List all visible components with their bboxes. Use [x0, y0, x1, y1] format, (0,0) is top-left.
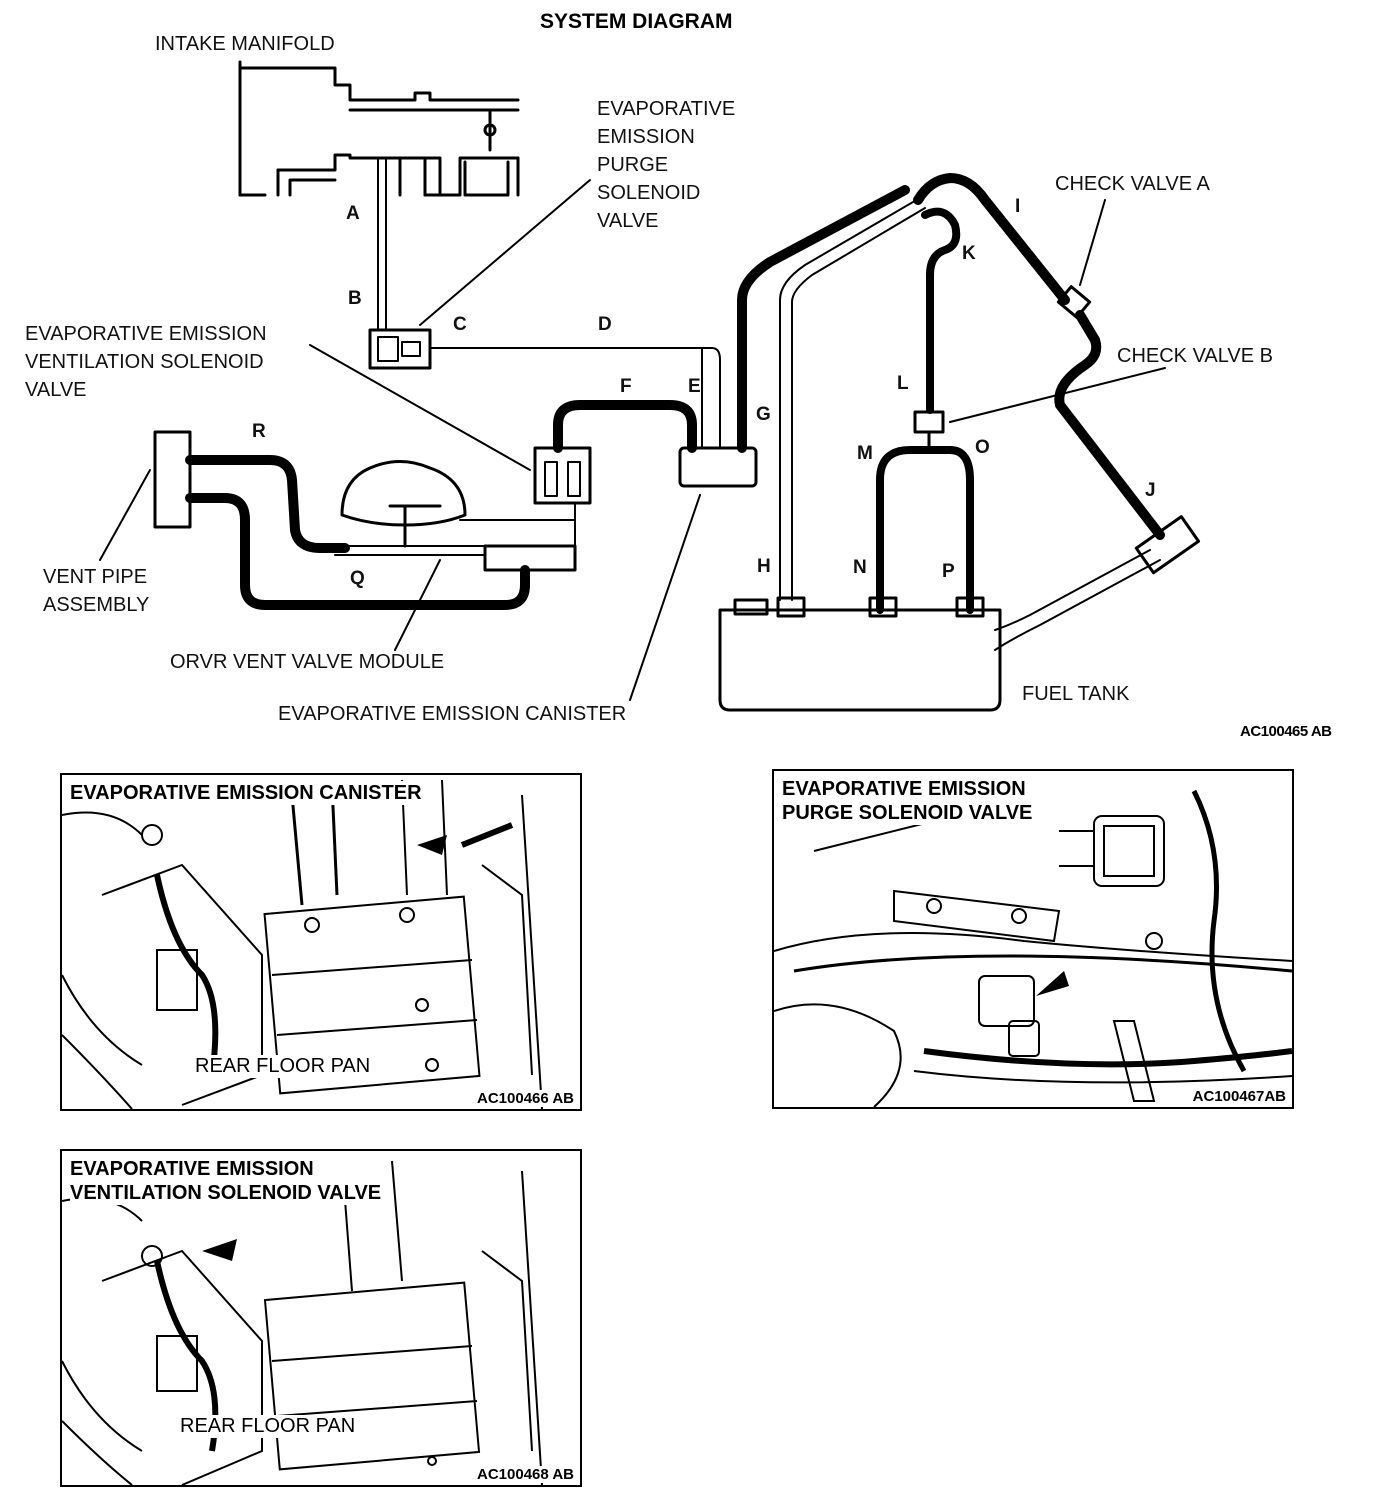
purge-solenoid-drawing [368, 328, 432, 370]
hose-letter-m: M [857, 443, 873, 464]
hose-letter-f: F [620, 376, 632, 397]
hose-letter-l: L [897, 373, 909, 394]
system-diagram [99, 60, 1201, 712]
hose-letter-q: Q [350, 568, 365, 589]
panel-canister-code: AC100466 AB [477, 1090, 574, 1107]
panel-canister-label: REAR FLOOR PAN [195, 1055, 371, 1078]
panel-purge-title: EVAPORATIVE EMISSION PURGE SOLENOID VALV… [782, 777, 1039, 825]
canister-photo-drawing [62, 779, 543, 1109]
label-check-valve-a: CHECK VALVE A [1055, 173, 1210, 195]
ventilation-photo-drawing [62, 1160, 543, 1485]
hose-letter-k: K [962, 243, 976, 264]
panel-ventilation-code: AC100468 AB [477, 1466, 574, 1483]
label-canister: EVAPORATIVE EMISSION CANISTER [278, 703, 627, 725]
hose-letter-h: H [757, 556, 771, 577]
hose-letter-b: B [348, 288, 362, 309]
hose-letter-i: I [1015, 196, 1021, 217]
panel-ventilation: EVAPORATIVE EMISSION VENTILATION SOLENOI… [60, 1149, 582, 1487]
hose-letter-g: G [756, 404, 771, 425]
panel-ventilation-title: EVAPORATIVE EMISSION VENTILATION SOLENOI… [70, 1157, 388, 1205]
hose-letter-o: O [975, 437, 990, 458]
intake-manifold-drawing [238, 60, 520, 197]
panel-purge-code: AC100467AB [1192, 1088, 1286, 1105]
figure-code: AC100465 AB [1240, 723, 1332, 740]
hose-letter-p: P [942, 561, 955, 582]
hose-letter-r: R [252, 421, 266, 442]
vent-pipe-drawing [153, 430, 192, 529]
purge-photo-drawing [774, 789, 1292, 1107]
diagram-title: SYSTEM DIAGRAM [540, 10, 733, 33]
canister-drawing [678, 446, 758, 488]
panel-purge: EVAPORATIVE EMISSION PURGE SOLENOID VALV… [772, 769, 1294, 1109]
label-fuel-tank: FUEL TANK [1022, 683, 1130, 705]
label-orvr: ORVR VENT VALVE MODULE [170, 651, 445, 673]
hose-letter-d: D [598, 314, 612, 335]
label-check-valve-b: CHECK VALVE B [1117, 345, 1273, 367]
hose-letter-c: C [453, 314, 467, 335]
hose-letter-a: A [346, 203, 360, 224]
fuel-tank-drawing [718, 608, 1002, 712]
orvr-dome-drawing [340, 460, 467, 527]
hose-letter-j: J [1145, 480, 1156, 501]
label-intake-manifold: INTAKE MANIFOLD [155, 33, 335, 55]
panel-canister-title: EVAPORATIVE EMISSION CANISTER [70, 781, 428, 805]
hose-letter-e: E [688, 376, 701, 397]
panel-ventilation-label: REAR FLOOR PAN [180, 1415, 356, 1438]
ventilation-solenoid-drawing [533, 446, 592, 505]
hose-letter-n: N [853, 557, 867, 578]
panel-canister: EVAPORATIVE EMISSION CANISTER REAR FLOOR… [60, 773, 582, 1111]
